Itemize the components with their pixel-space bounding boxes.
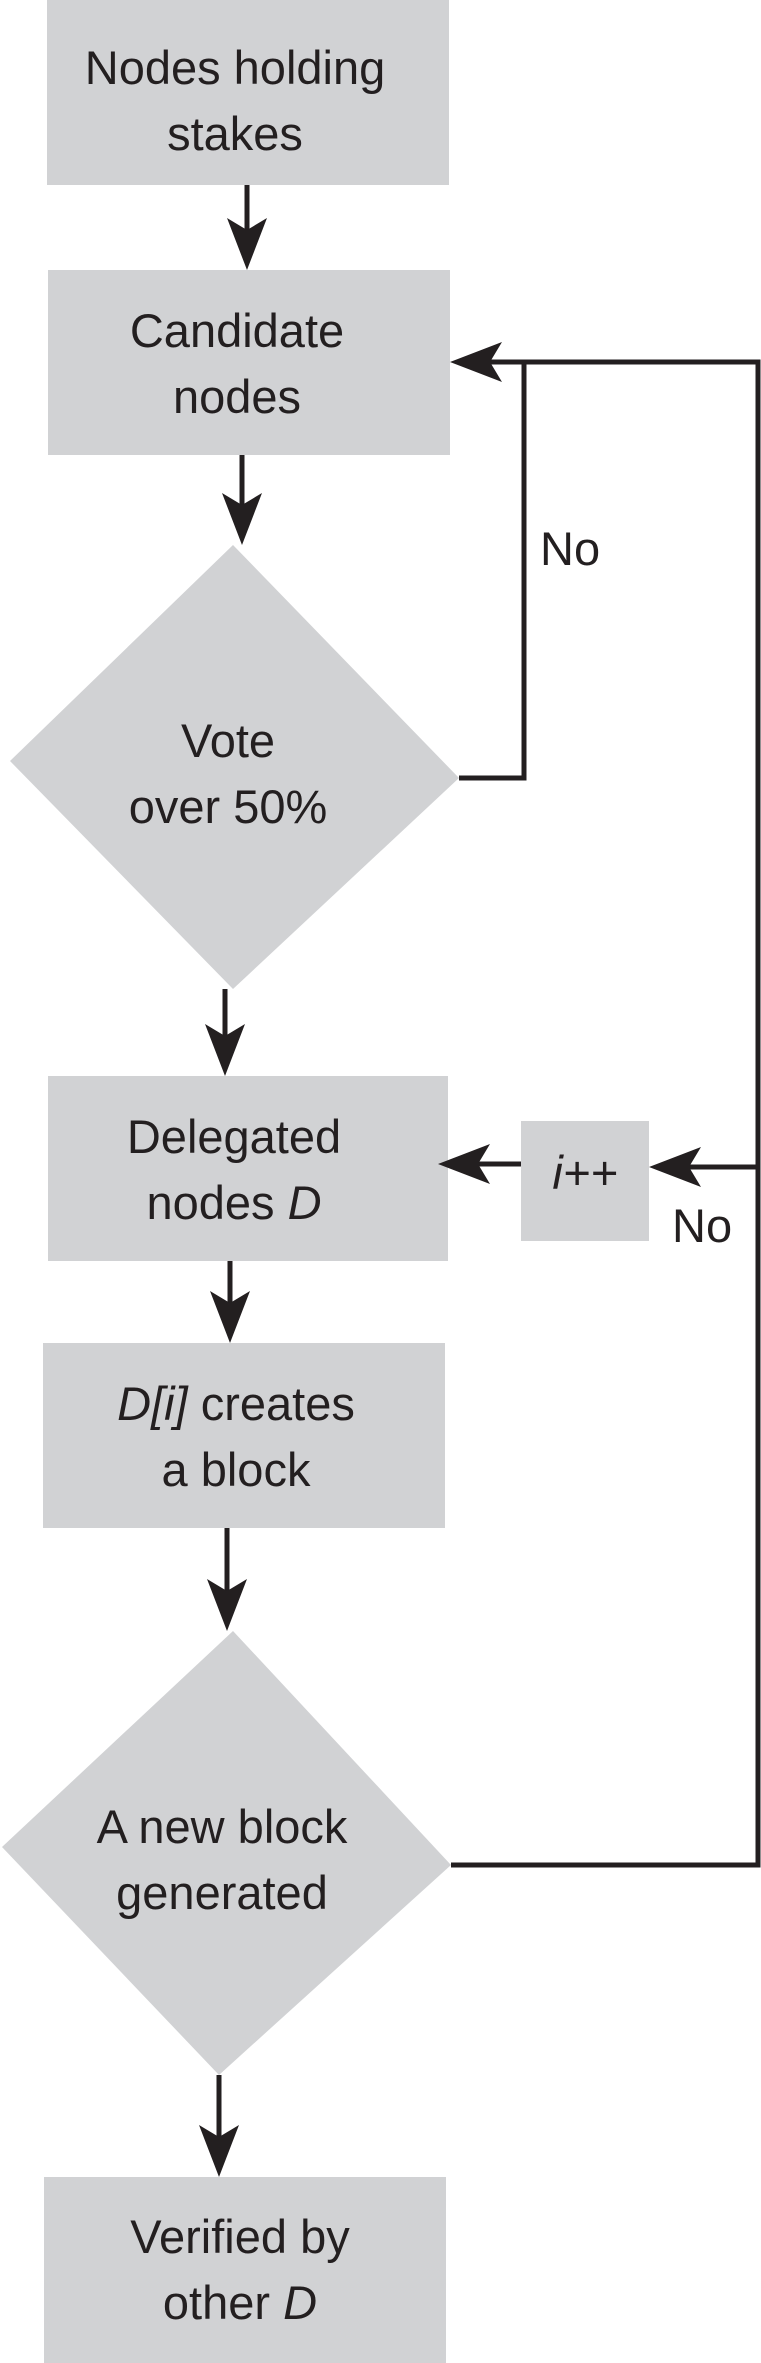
decision-vote-over-50: Vote over 50% (10, 545, 459, 989)
node-delegated-line2: nodes D (146, 1176, 321, 1229)
node-stakes-line1: Nodes holding (85, 41, 386, 94)
node-candidate-line2: nodes (173, 370, 301, 423)
arrow-newblock-no-loop (450, 342, 761, 1868)
arrow-newblock-to-verified (199, 2075, 239, 2177)
node-verified-line2: other D (163, 2276, 317, 2329)
node-creates-block: D[i] creates a block (43, 1343, 445, 1528)
arrow-loop-to-increment (649, 1147, 758, 1187)
node-candidate-nodes: Candidate nodes (48, 270, 450, 455)
node-delegated-nodes: Delegated nodes D (48, 1076, 448, 1261)
decision-new-block-generated: A new block generated (2, 1631, 451, 2075)
arrow-vote-no-to-candidate (459, 362, 527, 781)
node-stakes-line2: stakes (167, 107, 303, 160)
decision-newblock-line2: generated (116, 1866, 328, 1919)
label-vote-no: No (540, 522, 600, 575)
arrow-delegated-to-create (210, 1261, 250, 1343)
node-increment-i: i++ (521, 1121, 649, 1241)
decision-vote-line1: Vote (181, 714, 275, 767)
arrow-create-to-newblock (207, 1528, 247, 1631)
node-create-line1: D[i] creates (117, 1377, 355, 1430)
node-verified-line1: Verified by (130, 2210, 350, 2263)
arrow-stakes-to-candidate (227, 185, 267, 270)
node-increment-label: i++ (552, 1146, 617, 1199)
node-candidate-line1: Candidate (130, 304, 344, 357)
node-nodes-holding-stakes: Nodes holding stakes (47, 0, 449, 185)
node-delegated-line1: Delegated (127, 1110, 341, 1163)
decision-newblock-line1: A new block (97, 1800, 348, 1853)
arrow-candidate-to-vote (222, 455, 262, 545)
decision-vote-line2: over 50% (129, 780, 328, 833)
arrow-increment-to-delegated (438, 1144, 521, 1184)
label-newblock-no: No (672, 1199, 732, 1252)
node-verified-by-other-d: Verified by other D (44, 2177, 446, 2363)
arrow-vote-to-delegated (205, 989, 245, 1076)
node-create-line2: a block (162, 1443, 311, 1496)
